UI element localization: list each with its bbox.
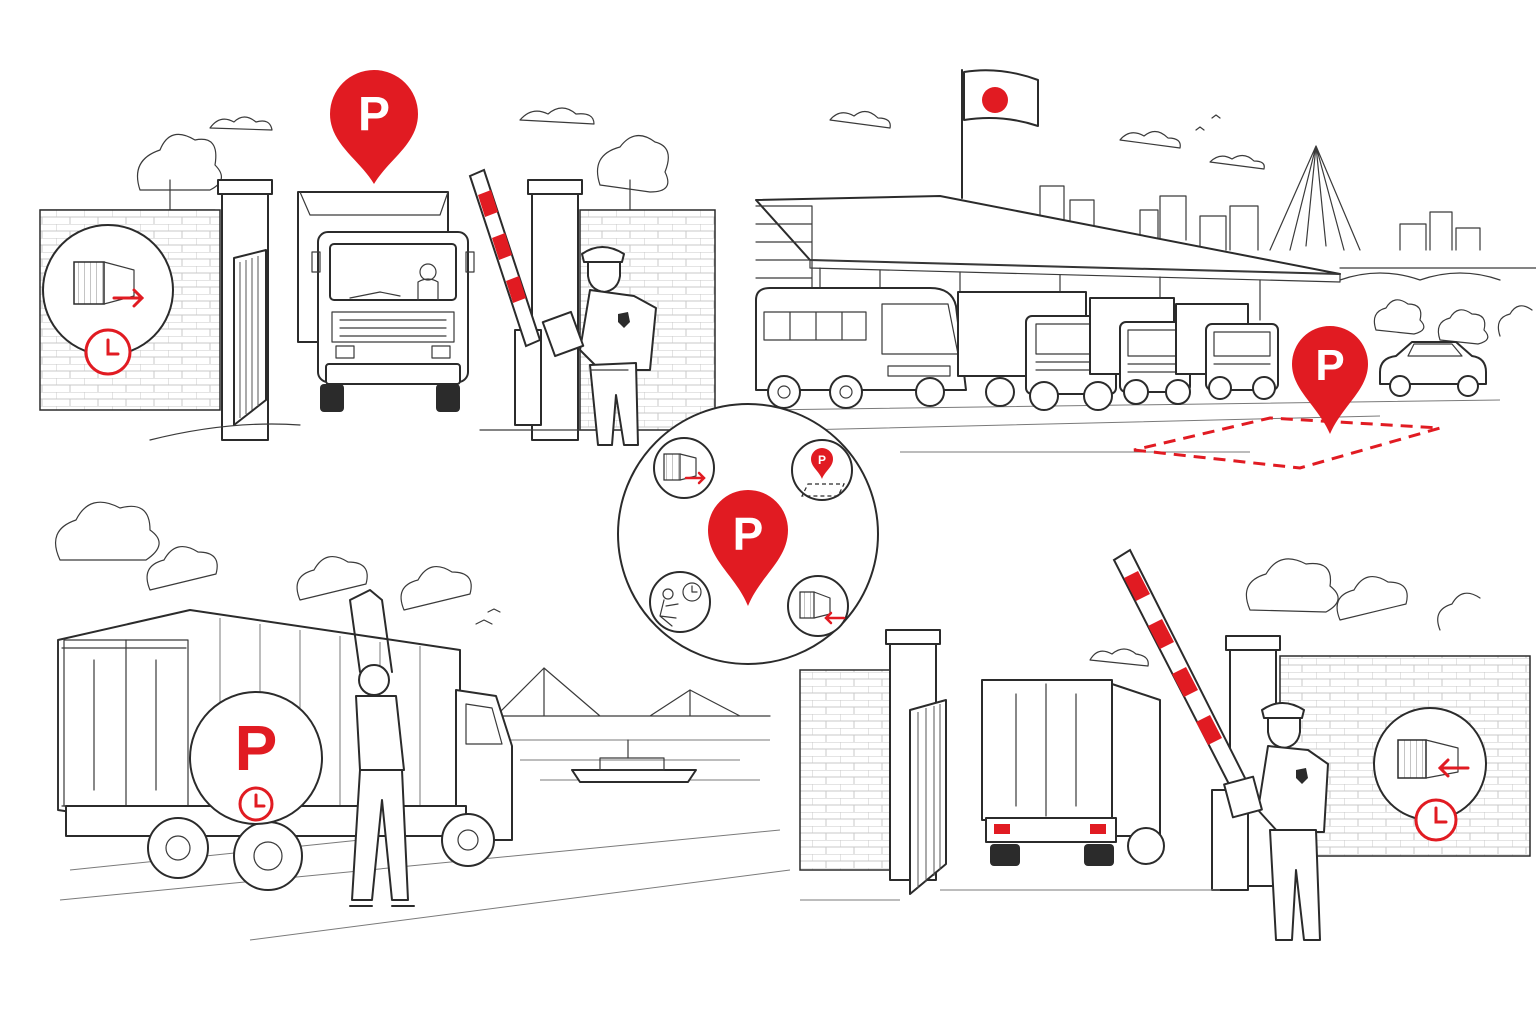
parking-pin-label: P — [733, 508, 764, 560]
parking-pin-icon: P — [330, 70, 418, 184]
parking-zone-icon: P — [791, 439, 853, 501]
car — [1379, 341, 1487, 397]
panel-parking-depot: P — [755, 69, 1536, 470]
center-summary-circle: P P — [617, 403, 879, 665]
panel-gate-entry: P — [39, 70, 716, 446]
parked-trucks — [957, 291, 1279, 411]
bus — [755, 287, 967, 409]
japan-flag — [961, 69, 1039, 199]
truck-rear — [981, 679, 1165, 866]
barrier-arm — [468, 168, 542, 426]
truck-front — [297, 191, 475, 412]
parking-pin-label: P — [1315, 341, 1344, 390]
gate-open-arrow-icon — [653, 437, 715, 499]
parking-pin-label: P — [358, 88, 390, 141]
parking-pin-icon: P — [1292, 326, 1368, 434]
parking-pin-icon: P — [708, 490, 788, 606]
panel-driver-rest: P — [55, 501, 791, 941]
parking-timer-badge: P — [189, 691, 323, 825]
boat — [571, 739, 697, 783]
clock-icon — [1414, 798, 1458, 842]
panel-gate-exit — [799, 548, 1531, 941]
parking-badge-label: P — [235, 712, 278, 784]
parking-zone-outline — [1133, 416, 1441, 470]
gate-close-arrow-icon — [787, 575, 849, 637]
security-guard — [1223, 702, 1329, 941]
rest-wait-icon — [649, 571, 711, 633]
gate-close-arrow-icon — [1373, 707, 1487, 821]
security-guard — [541, 246, 657, 446]
clock-icon — [84, 328, 132, 376]
parking-zone-label: P — [818, 453, 826, 467]
stretching-driver — [349, 589, 415, 907]
